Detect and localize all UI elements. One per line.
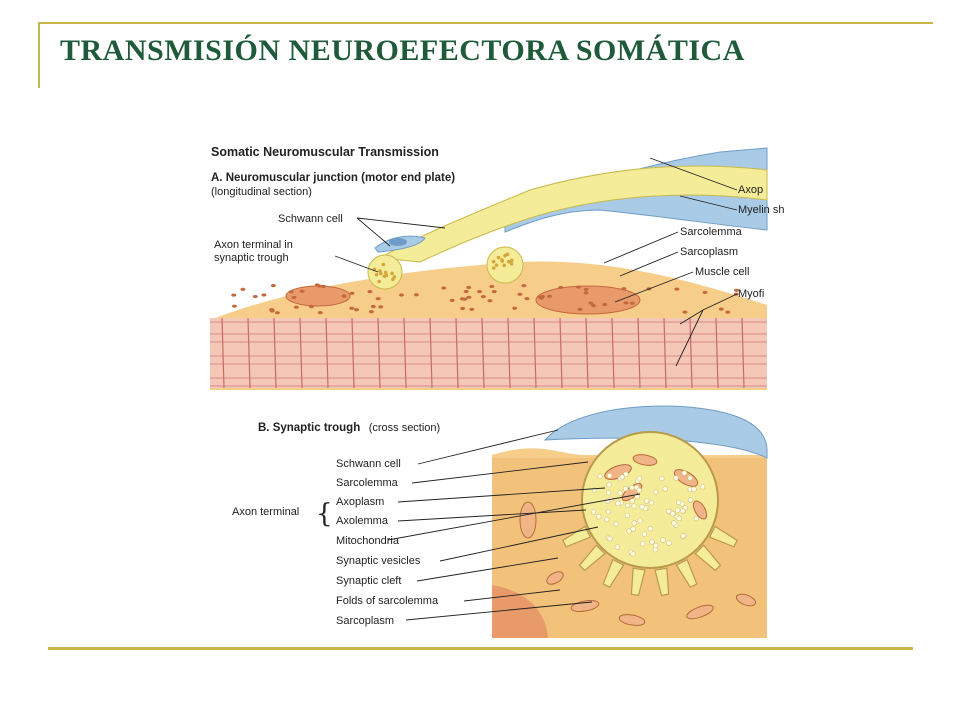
panel-a-leaders (334, 157, 738, 367)
label-b-synaptic-cleft: Synaptic cleft (336, 575, 401, 587)
label-b-synaptic-vesicles: Synaptic vesicles (336, 555, 421, 567)
panel-a-illustration (210, 147, 768, 390)
label-a-myofibrils: Myofi (738, 288, 764, 300)
panel-a-title: A. Neuromuscular junction (motor end pla… (211, 172, 455, 184)
panel-b-title-rest: (cross section) (369, 422, 441, 434)
label-a-sarcoplasm: Sarcoplasm (680, 246, 738, 258)
label-b-axoplasm: Axoplasm (336, 496, 384, 508)
label-b-schwann-cell: Schwann cell (336, 458, 401, 470)
label-a-sarcolemma: Sarcolemma (680, 226, 743, 238)
label-b-sarcoplasm: Sarcoplasm (336, 615, 394, 627)
axon-terminal-brace: { (316, 499, 333, 529)
panel-a-subtitle: (longitudinal section) (211, 186, 312, 198)
label-b-mitochondria: Mitochondria (336, 535, 400, 547)
label-a-myelin: Myelin sh (738, 204, 784, 216)
label-a-axon-terminal-1: Axon terminal in (214, 239, 293, 251)
label-b-axolemma: Axolemma (336, 515, 389, 527)
panel-b-title-bold: B. Synaptic trough (258, 422, 360, 434)
label-a-muscle-cell: Muscle cell (695, 266, 749, 278)
label-a-axon: Axop (738, 184, 763, 196)
label-a-schwann-cell: Schwann cell (278, 213, 343, 225)
title-rule-left (38, 22, 40, 88)
panel-b-leaders (387, 429, 641, 621)
label-b-axon-terminal: Axon terminal (232, 506, 299, 518)
panel-b-title: B. Synaptic trough (cross section) (258, 418, 440, 435)
figure-heading: Somatic Neuromuscular Transmission (211, 145, 439, 159)
title-rule-top (38, 22, 933, 24)
label-b-folds: Folds of sarcolemma (336, 595, 439, 607)
panel-b-illustration (492, 405, 768, 638)
slide-title: TRANSMISIÓN NEUROEFECTORA SOMÁTICA (60, 34, 745, 67)
label-b-sarcolemma: Sarcolemma (336, 477, 399, 489)
label-a-axon-terminal-2: synaptic trough (214, 252, 289, 264)
footer-rule (48, 647, 913, 650)
